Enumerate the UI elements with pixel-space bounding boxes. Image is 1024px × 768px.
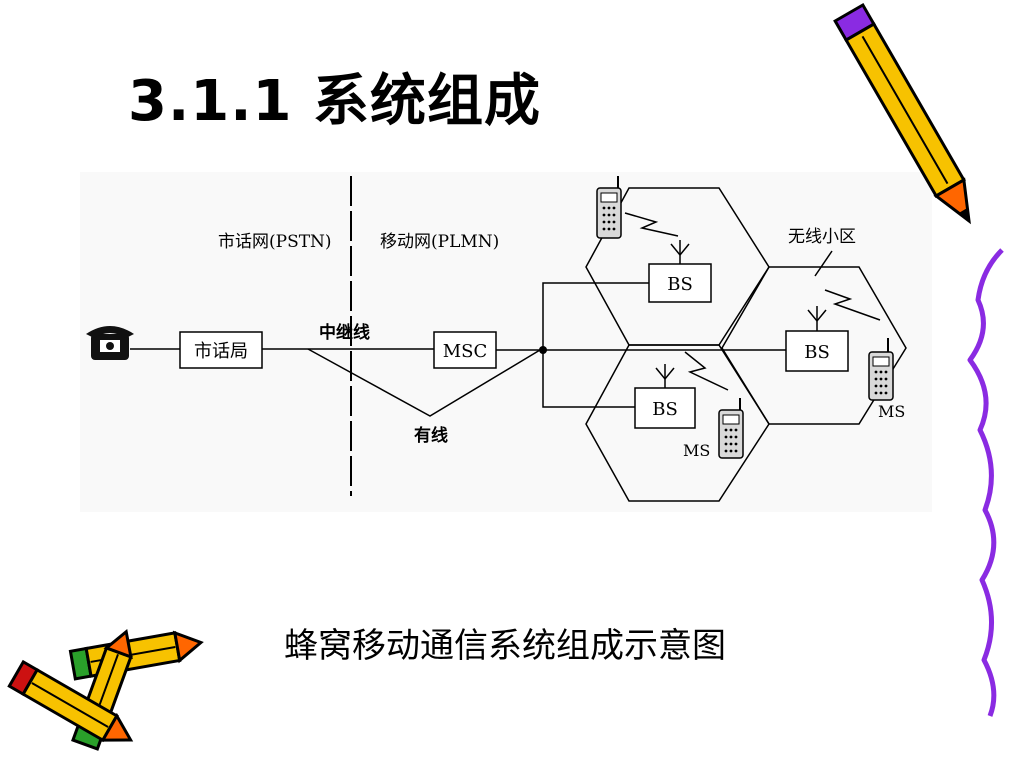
msc-box [433, 331, 497, 369]
pstn-label: 市话网(PSTN) [218, 232, 332, 252]
cell-hexagon-right [721, 266, 907, 425]
lightning-icon [684, 351, 729, 391]
diagram-caption: 蜂窝移动通信系统组成示意图 [284, 626, 726, 666]
wired-connection [307, 348, 541, 417]
local-exchange-label: 市话局 [194, 341, 248, 362]
local-exchange-box [179, 331, 263, 369]
decorative-ribbon [967, 248, 1004, 717]
base-station-box [634, 387, 696, 429]
mobile-phone-icon [596, 176, 622, 239]
wireless-cell-label: 无线小区 [788, 227, 856, 247]
slide-title: 3.1.1 系统组成 [128, 69, 541, 134]
msc-label: MSC [443, 341, 488, 362]
pencil-icon [7, 659, 134, 743]
base-station-label: BS [652, 399, 678, 420]
base-station-box [785, 330, 849, 372]
mobile-station-label: MS [683, 441, 710, 460]
antenna-icon [807, 306, 827, 331]
mobile-phone-icon [868, 338, 894, 401]
plmn-label: 移动网(PLMN) [380, 232, 499, 252]
wired-label: 有线 [414, 425, 448, 446]
lightning-icon [624, 212, 679, 237]
mobile-phone-icon [718, 398, 744, 459]
pencil-icon [68, 630, 204, 681]
antenna-icon [670, 240, 690, 264]
base-station-label: BS [804, 342, 830, 363]
antenna-icon [655, 364, 675, 388]
mobile-station-label: MS [878, 402, 905, 421]
lightning-icon [824, 289, 881, 321]
pencil-icon [833, 2, 971, 225]
cell-hexagon-bottom [585, 344, 770, 502]
trunk-line-label: 中继线 [319, 322, 370, 343]
base-station-box [648, 263, 712, 303]
telephone-icon [86, 326, 134, 360]
base-station-label: BS [667, 274, 693, 295]
